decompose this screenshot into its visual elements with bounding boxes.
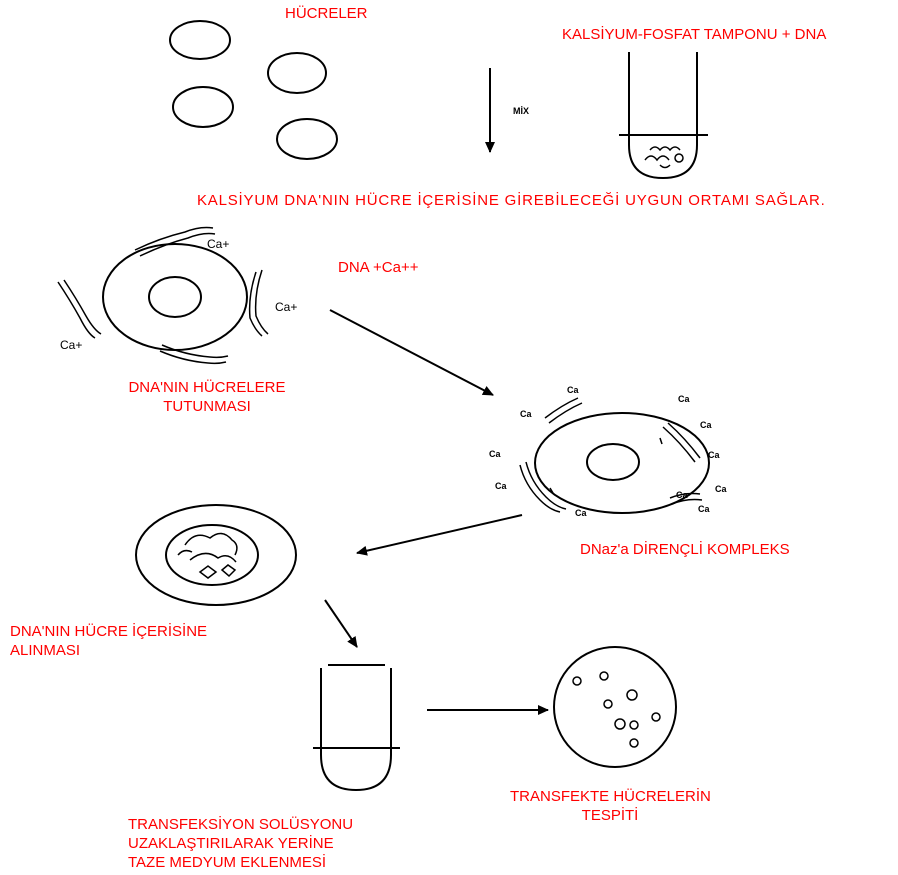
cell-shape — [277, 119, 337, 159]
ion-label: Ca — [678, 392, 690, 406]
uptake-label: DNA'NIN HÜCRE İÇERİSİNE ALINMASI — [10, 622, 207, 660]
cell-shape — [173, 87, 233, 127]
medium-replacement-label: TRANSFEKSİYON SOLÜSYONU UZAKLAŞTIRILARAK… — [128, 815, 353, 872]
uptake-arrow — [357, 515, 522, 553]
uptake-label-line1: DNA'NIN HÜCRE İÇERİSİNE — [10, 622, 207, 641]
attachment-label-line1: DNA'NIN HÜCRELERE — [112, 378, 302, 397]
internalized-dna-icon — [178, 533, 237, 578]
buffer-tube — [629, 52, 697, 178]
process-arrow — [325, 600, 357, 647]
ion-label: Ca — [575, 506, 587, 520]
cell-outer-membrane — [103, 244, 247, 350]
medium-replacement-line1: TRANSFEKSİYON SOLÜSYONU — [128, 815, 353, 834]
mix-label: MİX — [513, 104, 529, 118]
medium-replacement-line3: TAZE MEDYUM EKLENMESİ — [128, 853, 353, 872]
ion-label: Ca — [700, 418, 712, 432]
calcium-statement: KALSİYUM DNA'NIN HÜCRE İÇERİSİNE GİREBİL… — [197, 191, 826, 210]
ion-label: Ca+ — [60, 338, 82, 352]
attachment-label: DNA'NIN HÜCRELERE TUTUNMASI — [112, 378, 302, 416]
ion-label: Ca — [698, 502, 710, 516]
complex-label: DNaz'a DİRENÇLİ KOMPLEKS — [580, 540, 790, 559]
ion-label: Ca — [676, 488, 688, 502]
cells-label: HÜCRELER — [285, 4, 368, 23]
uptake-label-line2: ALINMASI — [10, 641, 207, 660]
media-tube — [321, 668, 391, 790]
medium-replacement-line2: UZAKLAŞTIRILARAK YERİNE — [128, 834, 353, 853]
cell-shape — [268, 53, 326, 93]
buffer-label: KALSİYUM-FOSFAT TAMPONU + DNA — [562, 25, 826, 44]
ion-label: Ca+ — [207, 237, 229, 251]
ion-label: Ca — [708, 448, 720, 462]
transfected-cell-icon — [573, 672, 660, 747]
ion-label: Ca+ — [275, 300, 297, 314]
cell-nucleus — [587, 444, 639, 480]
cell-nucleus — [149, 277, 201, 317]
ion-label: Ca — [567, 383, 579, 397]
precipitate-icon — [645, 147, 683, 168]
cell-shape — [170, 21, 230, 59]
ion-label: Ca — [520, 407, 532, 421]
dna-strand-icon — [520, 398, 702, 512]
detection-label: TRANSFEKTE HÜCRELERİN TESPİTİ — [510, 787, 710, 825]
dna-ca-label: DNA +Ca++ — [338, 258, 418, 277]
dna-strand-icon — [58, 228, 268, 364]
ion-label: Ca — [715, 482, 727, 496]
detection-label-line2: TESPİTİ — [510, 806, 710, 825]
attachment-label-line2: TUTUNMASI — [112, 397, 302, 416]
ion-label: Ca — [489, 447, 501, 461]
detection-label-line1: TRANSFEKTE HÜCRELERİN — [510, 787, 710, 806]
culture-dish — [554, 647, 676, 767]
cell-outer-membrane — [136, 505, 296, 605]
binding-arrow — [330, 310, 493, 395]
ion-label: Ca — [495, 479, 507, 493]
